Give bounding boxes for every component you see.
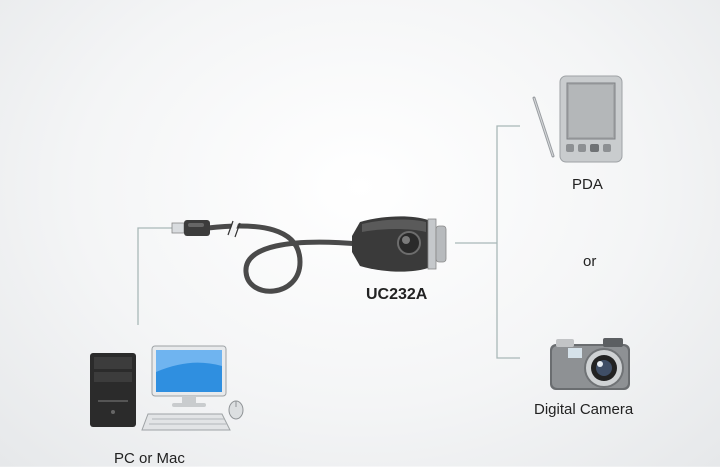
monitor-icon <box>151 345 227 407</box>
mouse-icon <box>228 400 244 420</box>
digital-camera-label: Digital Camera <box>534 401 634 418</box>
pc-or-mac-label: PC or Mac <box>114 450 185 467</box>
usb-cable <box>205 220 363 294</box>
pda-label: PDA <box>572 176 603 193</box>
digital-camera-icon <box>550 338 630 390</box>
pda-icon <box>532 75 623 163</box>
connector-lines <box>137 125 520 359</box>
keyboard-icon <box>141 413 231 431</box>
pda-branch-line <box>496 125 520 359</box>
pc-connector-line <box>137 227 172 325</box>
pc-tower-icon <box>90 353 136 427</box>
product-name-label: UC232A <box>366 286 428 303</box>
usb-plug-icon <box>171 220 210 236</box>
uc232a-adapter-icon <box>352 216 447 272</box>
or-label: or <box>583 253 597 270</box>
